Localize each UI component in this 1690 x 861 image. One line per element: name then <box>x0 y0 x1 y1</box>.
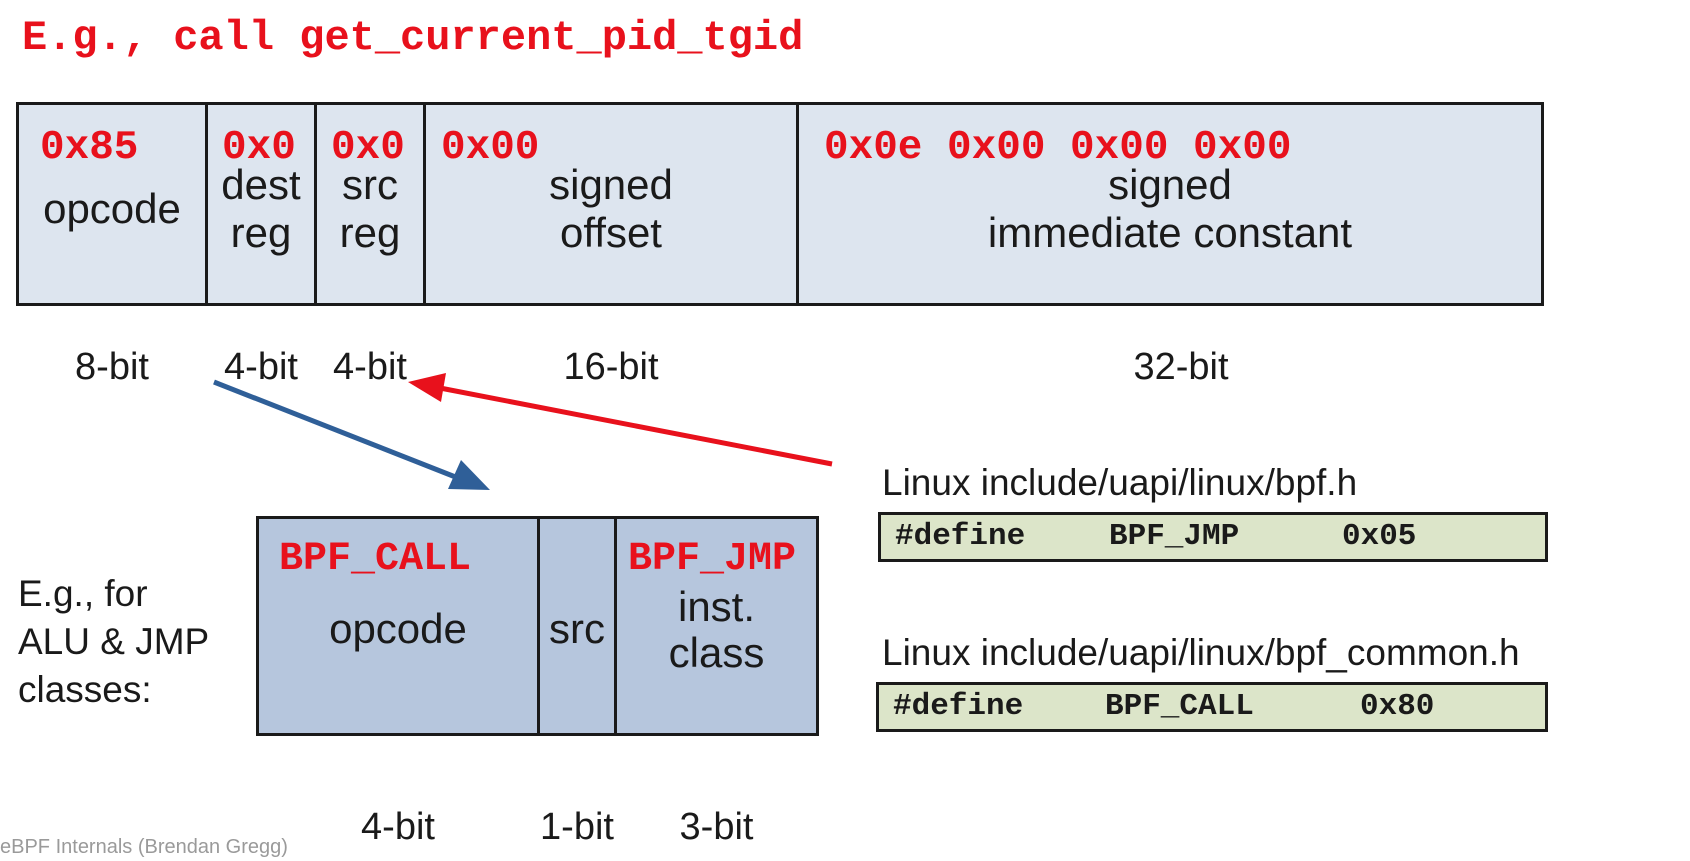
field-hex: 0x85 <box>40 125 139 171</box>
field-label-line-2: immediate constant <box>987 209 1353 256</box>
class-label-line-1: inst. <box>677 583 756 630</box>
define-macro: BPF_JMP <box>1109 519 1240 554</box>
field-hex: 0x0e 0x00 0x00 0x00 <box>824 125 1292 171</box>
blue-arrow <box>213 379 490 490</box>
diagram-title: E.g., call get_current_pid_tgid <box>22 14 804 62</box>
bit-width-label: 4-bit <box>333 346 407 388</box>
field-offset: 0x00 signed offset <box>423 102 799 306</box>
bit-width-label: 8-bit <box>75 346 149 388</box>
class-label-line-2: class <box>668 629 765 676</box>
bit-width-label: 4-bit <box>224 346 298 388</box>
field-hex: 0x00 <box>441 125 540 171</box>
field-immediate: 0x0e 0x00 0x00 0x00 signed immediate con… <box>796 102 1544 306</box>
field-label-line-2: reg <box>230 209 292 256</box>
define-keyword: #define <box>895 519 1026 554</box>
field-label: opcode <box>43 185 181 232</box>
source-file-label: Linux include/uapi/linux/bpf_common.h <box>882 632 1520 673</box>
opcode-operation: BPF_CALL opcode <box>256 516 540 736</box>
define-macro: BPF_CALL <box>1105 689 1254 724</box>
opcode-note-text: E.g., for ALU & JMP classes: <box>18 573 210 710</box>
define-value: 0x80 <box>1360 689 1435 724</box>
define-value: 0x05 <box>1342 519 1417 554</box>
bit-width-label: 3-bit <box>679 806 754 848</box>
operation-label: opcode <box>329 605 467 652</box>
bit-width-label: 16-bit <box>563 346 659 388</box>
bit-width-label: 4-bit <box>361 806 435 848</box>
class-name: BPF_JMP <box>628 537 797 582</box>
source-file-label: Linux include/uapi/linux/bpf.h <box>882 462 1358 503</box>
field-label-line-2: reg <box>339 209 401 256</box>
define-bpf-call: #define BPF_CALL 0x80 <box>876 682 1548 732</box>
operation-name: BPF_CALL <box>279 537 472 582</box>
field-hex: 0x0 <box>331 125 405 171</box>
define-keyword: #define <box>893 689 1024 724</box>
field-label-line-1: src <box>342 161 398 208</box>
field-hex: 0x0 <box>222 125 296 171</box>
src-label: src <box>549 605 605 652</box>
define-bpf-jmp: #define BPF_JMP 0x05 <box>878 512 1548 562</box>
bit-width-label: 1-bit <box>540 806 614 848</box>
field-label-line-1: signed <box>549 161 673 208</box>
field-label-line-2: offset <box>560 209 662 256</box>
field-label-line-1: signed <box>1108 161 1232 208</box>
field-label-line-1: dest <box>221 161 301 208</box>
field-src-reg: 0x0 src reg <box>314 102 426 306</box>
bit-width-label: 32-bit <box>1133 346 1229 388</box>
opcode-note: E.g., for ALU & JMP classes: <box>18 570 209 714</box>
footer-credit: eBPF Internals (Brendan Gregg) <box>0 836 288 858</box>
opcode-src: src <box>537 516 617 736</box>
red-arrow <box>408 373 833 467</box>
opcode-class: BPF_JMP inst. class <box>614 516 819 736</box>
